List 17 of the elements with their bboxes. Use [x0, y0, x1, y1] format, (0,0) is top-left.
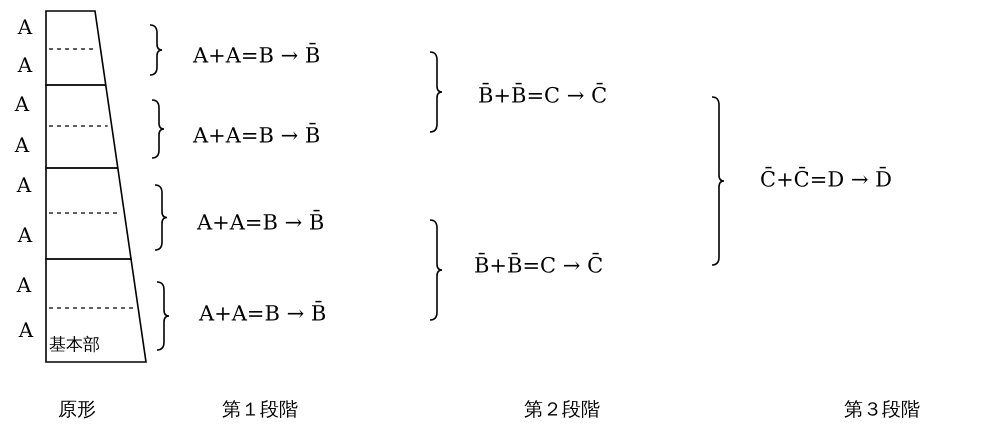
letter-label: A [14, 94, 30, 114]
column-segment [45, 84, 119, 169]
letter-label: A [18, 225, 32, 245]
column-segment [45, 258, 147, 363]
letter-label: A [16, 175, 32, 195]
column-segment [45, 10, 107, 86]
stage-label: 第３段階 [844, 400, 920, 420]
stage-label: 第１段階 [222, 400, 298, 420]
stage-label: 原形 [58, 400, 96, 420]
stage-label: 第２段階 [524, 400, 600, 420]
letter-label: A [18, 55, 32, 75]
letter-label: A [18, 320, 34, 340]
column-segment [45, 167, 133, 260]
letter-label: A [16, 275, 32, 295]
letter-label: A [18, 17, 32, 37]
letter-label: A [14, 135, 30, 155]
part-label: 基本部 [49, 337, 100, 354]
